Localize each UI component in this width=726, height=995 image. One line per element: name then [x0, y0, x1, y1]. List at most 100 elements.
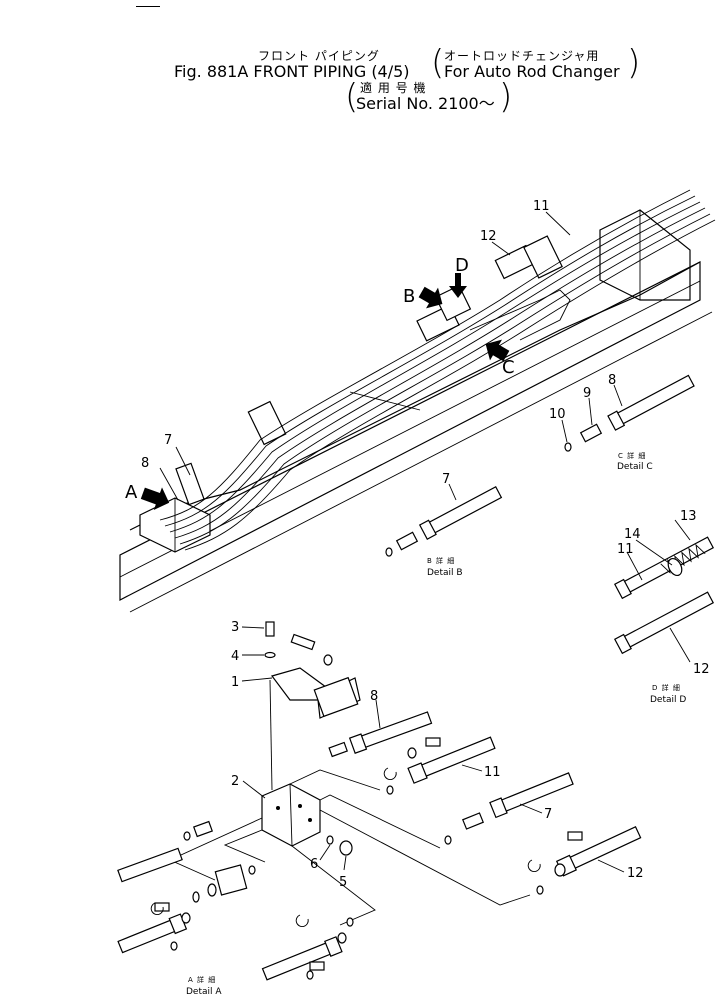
clamp-4: [523, 235, 563, 279]
callout-13-d: 13: [680, 509, 697, 524]
leader-7-boom: [175, 446, 191, 476]
nut-left-2: [181, 912, 191, 924]
callout-12-a: 12: [627, 866, 644, 881]
hose-12-fitting: [613, 633, 632, 655]
callout-12-boom: 12: [480, 229, 497, 244]
block-2-edge: [289, 783, 293, 847]
detail-b-parts: [385, 483, 503, 557]
detail-d-jp: D 詳 細: [652, 683, 681, 692]
bolt-left-2: [154, 902, 170, 912]
detail-a-label: Detail A: [186, 987, 222, 995]
hose-7-detail-a: [499, 772, 574, 813]
leader-2: [242, 780, 266, 799]
hose-8-fitting: [607, 410, 626, 431]
clip-12a: [527, 859, 541, 872]
boom-rail: [119, 261, 701, 601]
hose-8-detail-a: [358, 711, 433, 749]
callout-11-boom: 11: [533, 199, 550, 214]
hose-11-fitting: [613, 578, 632, 600]
callout-4: 4: [231, 649, 239, 664]
hose-12-detail-d: [621, 591, 715, 649]
leader-10-c: [561, 419, 568, 443]
hose-8-detail-c: [613, 374, 695, 427]
detail-b-jp: B 詳 細: [427, 556, 455, 565]
detail-c-parts: [561, 374, 695, 452]
callout-3: 3: [231, 620, 239, 635]
detail-d-parts: [613, 519, 715, 663]
route-5: [291, 845, 376, 926]
adapter-7a: [462, 812, 484, 830]
leader-8-c: [613, 384, 623, 407]
leader-5: [343, 855, 347, 871]
clip-11a: [383, 767, 397, 780]
block-2-port-2: [308, 818, 312, 822]
view-arrows: [140, 273, 510, 510]
adapter-9: [579, 423, 603, 443]
hose-6: [184, 219, 716, 551]
callout-8-c: 8: [608, 373, 616, 388]
view-marker-b: B: [403, 286, 415, 307]
oring-a2: [248, 865, 256, 875]
callout-11-d: 11: [617, 542, 634, 557]
oring-flange: [207, 883, 217, 897]
bolt-12a: [567, 831, 583, 841]
paren-close-variant: ): [627, 43, 641, 83]
arrow-c: [485, 339, 510, 362]
hose-left-3: [261, 941, 333, 981]
leader-11-boom: [545, 211, 571, 236]
arrow-a: [140, 487, 170, 510]
callout-11-a: 11: [484, 765, 501, 780]
oring-a4: [444, 835, 452, 845]
oring-a6: [346, 917, 354, 927]
adapter-8a: [328, 741, 348, 758]
callout-12-d: 12: [693, 662, 710, 677]
callout-10-c: 10: [549, 407, 566, 422]
title-jp: フロント パイピング: [258, 49, 380, 63]
boom-rail-lower: [129, 311, 713, 613]
paren-close-serial: ): [499, 77, 513, 117]
paren-open-serial: (: [345, 77, 359, 117]
hose-11a-fitting: [407, 762, 428, 784]
block-2-port-1: [298, 804, 302, 808]
route-4: [223, 829, 266, 863]
bolt-left-3: [309, 961, 325, 971]
route-3: [319, 809, 531, 906]
hose-7a-fitting: [489, 797, 508, 819]
route-6: [168, 817, 263, 881]
callout-7-b: 7: [442, 472, 450, 487]
callout-7-boom: 7: [164, 433, 172, 448]
detail-a-parts: [117, 621, 642, 981]
leader-13-d: [674, 519, 691, 541]
detail-a-jp: A 詳 細: [188, 975, 216, 984]
serial-jp: 適 用 号 機: [360, 81, 427, 95]
top-rule: [136, 0, 160, 7]
detail-b-label: Detail B: [427, 568, 463, 578]
bolt-bracket: [290, 633, 316, 651]
callout-7-a: 7: [544, 807, 552, 822]
view-marker-d: D: [455, 255, 469, 276]
route-2: [319, 794, 441, 849]
leader-1: [241, 677, 273, 682]
route-1: [289, 769, 381, 791]
hose-1: [159, 189, 691, 521]
oring-6: [326, 835, 334, 845]
adapter-b: [395, 531, 419, 551]
oring-left-2: [170, 941, 178, 951]
leader-6: [319, 844, 331, 861]
hose-7-detail-b: [426, 486, 503, 535]
leader-8-a: [375, 699, 381, 729]
clip-left-2: [150, 902, 164, 915]
nut-11a: [407, 747, 417, 759]
boom-end-block: [599, 209, 691, 301]
oring-a3: [386, 785, 394, 795]
detail-c-jp: C 詳 細: [618, 451, 646, 460]
flange-a: [214, 864, 248, 896]
detail-c-label: Detail C: [617, 462, 653, 472]
callout-14-d: 14: [624, 527, 641, 542]
callout-6: 6: [310, 857, 318, 872]
oring-a1: [183, 831, 191, 841]
leader-12-d: [669, 627, 691, 663]
guide-loop: [469, 289, 571, 341]
leader-14-d: [635, 539, 673, 566]
leader-11-a: [461, 764, 483, 772]
